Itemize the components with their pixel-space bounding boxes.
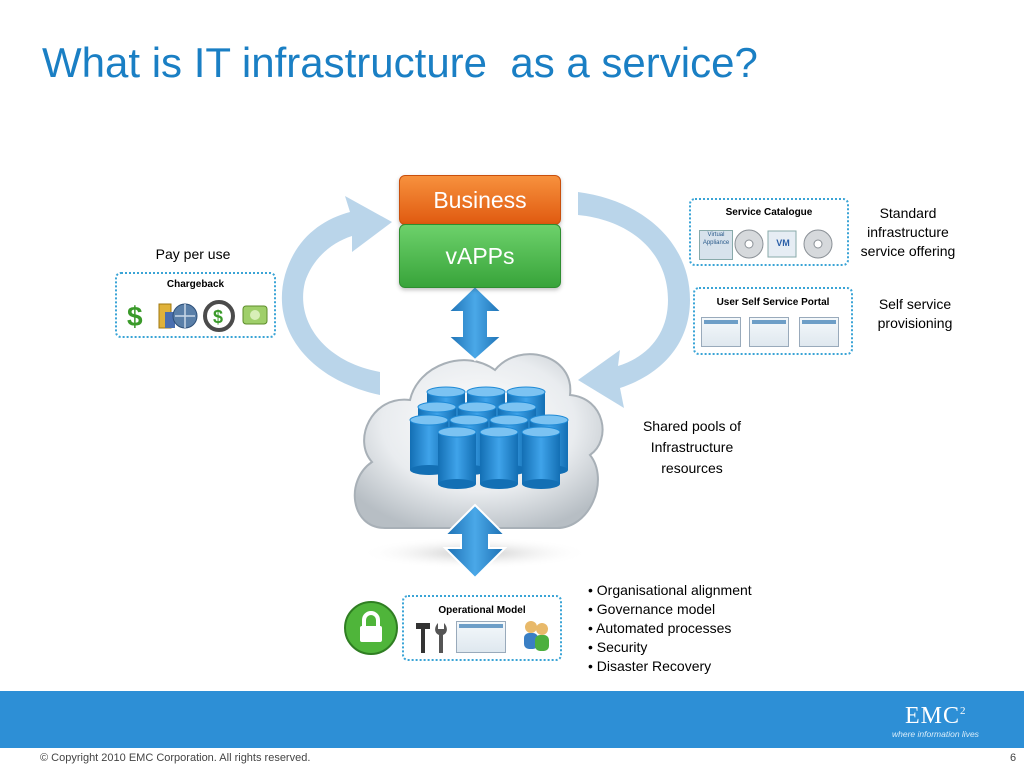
bullet-item: • Automated processes xyxy=(588,620,732,636)
virtual-appliance-text-2: Appliance xyxy=(702,240,730,246)
shared-pools-line-1: Shared pools of xyxy=(642,418,742,434)
standard-line-3: service offering xyxy=(860,243,956,259)
shared-pools-label: Shared pools of Infrastructure resources xyxy=(626,416,758,479)
standard-line-2: infrastructure xyxy=(867,224,949,240)
dashboard-icon xyxy=(456,621,506,653)
money-icon xyxy=(242,305,268,325)
self-service-portal-title: User Self Service Portal xyxy=(716,297,830,308)
copyright-text: © Copyright 2010 EMC Corporation. All ri… xyxy=(40,752,311,764)
lock-icon xyxy=(344,601,398,655)
cycle-arrow-left xyxy=(281,196,392,395)
vapps-box: vAPPs xyxy=(399,224,561,288)
disc-icon-2 xyxy=(803,229,833,259)
standard-offering-label: Standard infrastructure service offering xyxy=(850,204,966,261)
chargeback-box: Chargeback $ $ xyxy=(115,272,276,338)
business-label: Business xyxy=(433,186,527,213)
pay-per-use-label: Pay per use xyxy=(155,246,231,262)
self-service-label: Self service provisioning xyxy=(863,295,967,333)
chargeback-icons: $ $ xyxy=(127,300,268,332)
portal-screenshot-icon xyxy=(749,317,789,347)
svg-text:$: $ xyxy=(127,301,143,332)
tools-icon xyxy=(416,623,447,653)
disc-icon xyxy=(734,229,764,259)
self-service-portal-box: User Self Service Portal xyxy=(693,287,853,355)
chargeback-title: Chargeback xyxy=(166,279,225,290)
page-number: 6 xyxy=(1010,752,1017,764)
vm-icon xyxy=(767,230,797,258)
bullet-item: • Governance model xyxy=(588,601,716,617)
storage-cylinder-icon xyxy=(479,426,519,489)
portal-screenshot-icon xyxy=(799,317,839,347)
operational-model-title: Operational Model xyxy=(438,605,526,616)
double-arrow-top xyxy=(445,284,505,362)
shared-pools-line-3: resources xyxy=(661,460,723,476)
footer-band xyxy=(0,691,1024,748)
double-arrow-bottom xyxy=(442,503,508,580)
portal-screenshot-icon xyxy=(701,317,741,347)
service-catalogue-box: Service Catalogue Virtual Appliance VM xyxy=(689,198,849,266)
svg-text:$: $ xyxy=(213,307,223,327)
vapps-label: vAPPs xyxy=(445,242,515,269)
catalogue-icons xyxy=(734,229,833,259)
shared-pools-line-2: Infrastructure xyxy=(650,439,734,455)
coin-stack-icon xyxy=(158,303,175,329)
storage-cylinder-icon xyxy=(437,426,477,489)
vm-label: VM xyxy=(776,238,790,248)
virtual-appliance-icon: Virtual Appliance xyxy=(699,230,733,260)
emc-tagline: where information lives xyxy=(892,729,979,739)
business-box: Business xyxy=(399,175,561,225)
emc-brand: EMC xyxy=(905,703,961,729)
virtual-appliance-text-1: Virtual xyxy=(707,232,725,238)
emc-brand-sup: 2 xyxy=(960,705,967,717)
bullet-item: • Security xyxy=(588,639,648,655)
dollar-icon: $ xyxy=(127,301,143,332)
self-service-line-2: provisioning xyxy=(877,315,953,331)
self-service-line-1: Self service xyxy=(878,296,952,312)
bullet-item: • Organisational alignment xyxy=(588,582,752,598)
cycle-arrow-right xyxy=(578,192,690,408)
page-title: What is IT infrastructure as a service? xyxy=(42,39,758,86)
service-catalogue-title: Service Catalogue xyxy=(725,207,813,218)
operational-bullets: • Organisational alignment • Governance … xyxy=(588,581,752,676)
bullet-item: • Disaster Recovery xyxy=(588,658,712,674)
users-icon xyxy=(524,621,549,651)
emc-logo: EMC2 xyxy=(905,703,967,730)
storage-pool xyxy=(409,386,569,489)
operational-model-box: Operational Model xyxy=(402,595,562,661)
standard-line-1: Standard xyxy=(879,205,937,221)
storage-cylinder-icon xyxy=(521,426,561,489)
refresh-dollar-icon: $ xyxy=(203,300,235,332)
globe-icon xyxy=(172,303,198,329)
